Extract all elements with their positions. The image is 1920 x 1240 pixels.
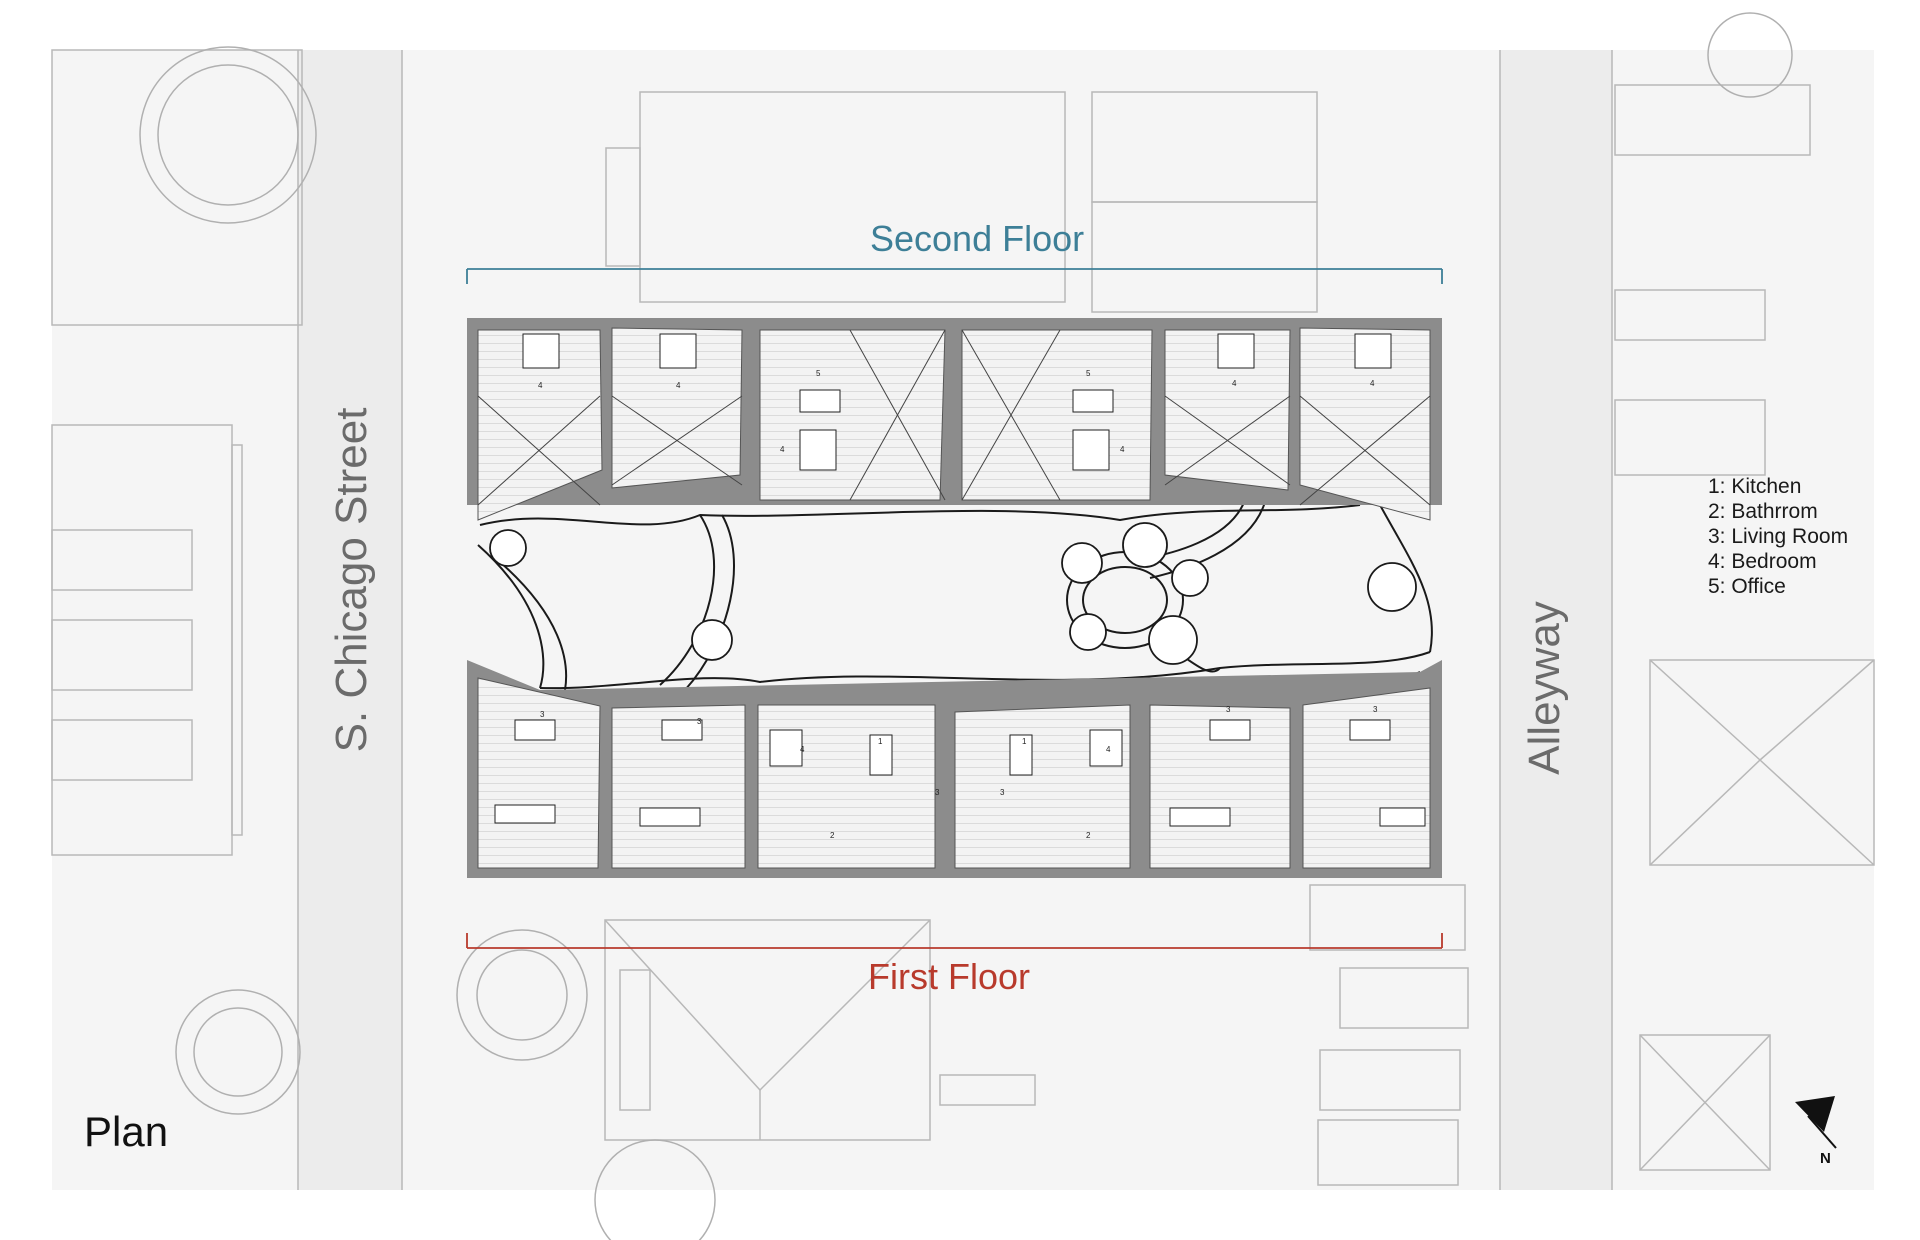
svg-text:1: 1: [878, 737, 883, 746]
legend-item: 3: Living Room: [1708, 525, 1849, 548]
svg-text:5: 5: [816, 369, 821, 378]
second-floor-plan: 4 4 5 4 5 4 4 4: [467, 318, 1442, 521]
svg-text:4: 4: [676, 381, 681, 390]
svg-text:3: 3: [540, 710, 545, 719]
second-floor-bracket: [466, 268, 1443, 284]
svg-text:4: 4: [1370, 379, 1375, 388]
north-arrow-icon: [1795, 1096, 1837, 1149]
second-floor-voids: [477, 329, 1431, 506]
svg-text:4: 4: [800, 745, 805, 754]
second-floor-beds: [522, 333, 1392, 471]
neighboring-buildings: [51, 49, 1875, 1186]
first-floor-labels: 3 3 4 1 3 3 1 4 3 3 2 2: [540, 705, 1378, 840]
first-floor-title: First Floor: [868, 956, 1030, 997]
first-floor-bracket: [466, 933, 1443, 949]
second-floor-title: Second Floor: [870, 218, 1085, 259]
first-floor-plan: 3 3 4 1 3 3 1 4 3 3 2 2: [467, 660, 1442, 878]
street-label-alleyway: Alleyway: [1520, 601, 1569, 775]
svg-text:4: 4: [1120, 445, 1125, 454]
svg-text:3: 3: [1000, 788, 1005, 797]
svg-text:2: 2: [830, 831, 835, 840]
first-floor-furniture: [494, 719, 1426, 827]
page-title: Plan: [84, 1108, 169, 1155]
legend-item: 4: Bedroom: [1708, 550, 1817, 573]
legend-item: 2: Bathrrom: [1708, 500, 1818, 523]
legend-item: 1: Kitchen: [1708, 475, 1802, 498]
legend-item: 5: Office: [1708, 575, 1786, 598]
north-label: N: [1820, 1150, 1831, 1167]
courtyard-trees: [489, 522, 1417, 665]
svg-text:2: 2: [1086, 831, 1091, 840]
context-trees: [139, 12, 1793, 1240]
svg-text:4: 4: [1232, 379, 1237, 388]
svg-text:4: 4: [1106, 745, 1111, 754]
second-floor-labels: 4 4 5 4 5 4 4 4: [538, 369, 1375, 454]
svg-text:3: 3: [1373, 705, 1378, 714]
room-legend: 1: Kitchen 2: Bathrrom 3: Living Room 4:…: [1708, 474, 1848, 599]
svg-text:3: 3: [697, 717, 702, 726]
svg-text:3: 3: [935, 788, 940, 797]
svg-text:5: 5: [1086, 369, 1091, 378]
svg-text:1: 1: [1022, 737, 1027, 746]
svg-text:4: 4: [538, 381, 543, 390]
street-label-chicago: S. Chicago Street: [327, 407, 376, 753]
site-context: [52, 50, 1874, 1190]
svg-text:3: 3: [1226, 705, 1231, 714]
svg-text:4: 4: [780, 445, 785, 454]
